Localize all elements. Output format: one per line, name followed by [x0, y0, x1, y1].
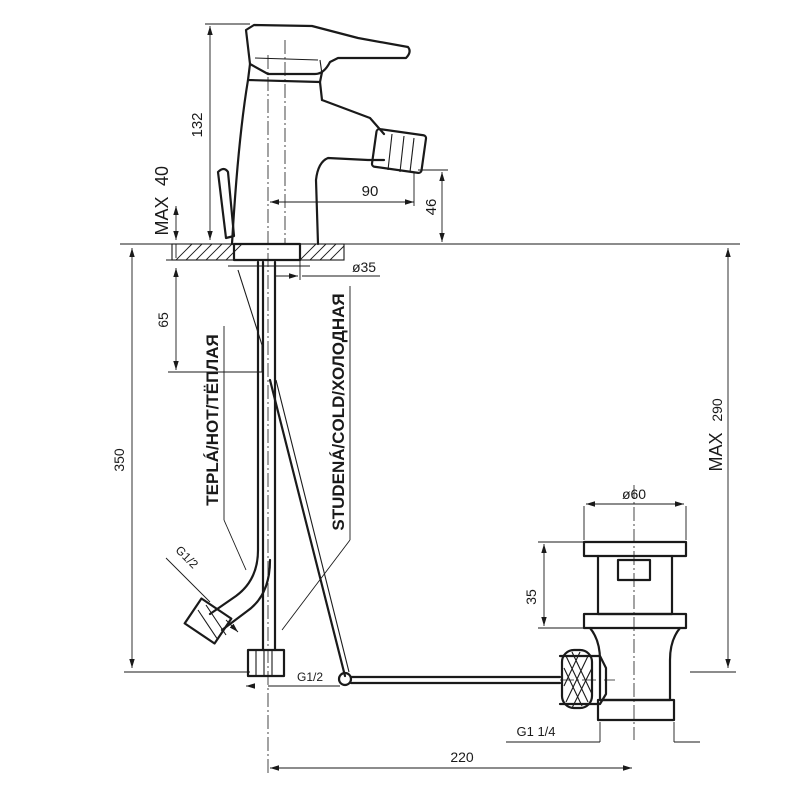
dim-top-height-value: 132 [189, 112, 206, 137]
callout-thread-cold-text: G1/2 [297, 670, 323, 684]
dim-flange-diameter-value: ø35 [352, 259, 376, 275]
dim-spout-reach-value: 90 [362, 183, 379, 200]
dim-waste-length: MAX 290 [690, 248, 736, 673]
dim-waste-thread: G1 1/4 [506, 722, 700, 743]
waste-drain [558, 540, 688, 722]
dim-waste-thread-value: G1 1/4 [516, 724, 555, 739]
dim-hose-length-value: 350 [111, 448, 127, 472]
mixer-body [216, 23, 428, 246]
dim-waste-length-value: 290 [709, 398, 725, 422]
dim-spout-height-value: 46 [423, 199, 440, 216]
dim-hose-offset: 65 [155, 268, 262, 373]
hose-label-cold: STUDENÁ/COLD/ХОЛОДНАЯ [281, 286, 351, 631]
hose-label-hot-text: TEPLÁ/HOT/ТЁПЛАЯ [203, 334, 222, 505]
dim-hose-length: 350 [111, 248, 250, 673]
hose-label-hot: TEPLÁ/HOT/ТЁПЛАЯ [203, 326, 247, 571]
dim-horizontal-offset: 220 [270, 749, 632, 771]
dim-horizontal-offset-value: 220 [450, 749, 474, 765]
dim-plug-diameter: ø60 [583, 486, 687, 540]
dim-max-deck: MAX 40 [152, 166, 236, 261]
callout-thread-cold: G1/2 [246, 670, 340, 689]
dim-plug-diameter-value: ø60 [622, 486, 646, 502]
callout-thread-hot-text: G1/2 [173, 543, 202, 572]
centerlines [267, 40, 635, 775]
callout-thread-hot: G1/2 [165, 543, 239, 633]
dim-waste-max-label: MAX [706, 432, 726, 471]
dim-spout-height: 46 [418, 169, 448, 242]
dim-plug-height-value: 35 [523, 589, 539, 605]
supply-hoses [183, 260, 562, 687]
dim-max-deck-value: 40 [152, 166, 172, 186]
countertop [120, 242, 740, 267]
dim-top-height: 132 [189, 23, 250, 240]
dim-spout-reach: 90 [270, 172, 415, 206]
dim-hose-offset-value: 65 [155, 312, 171, 328]
dim-max-label: MAX [152, 196, 172, 235]
hose-label-cold-text: STUDENÁ/COLD/ХОЛОДНАЯ [329, 293, 348, 530]
dim-flange-diameter: ø35 [276, 259, 380, 280]
dim-plug-height: 35 [523, 541, 584, 629]
